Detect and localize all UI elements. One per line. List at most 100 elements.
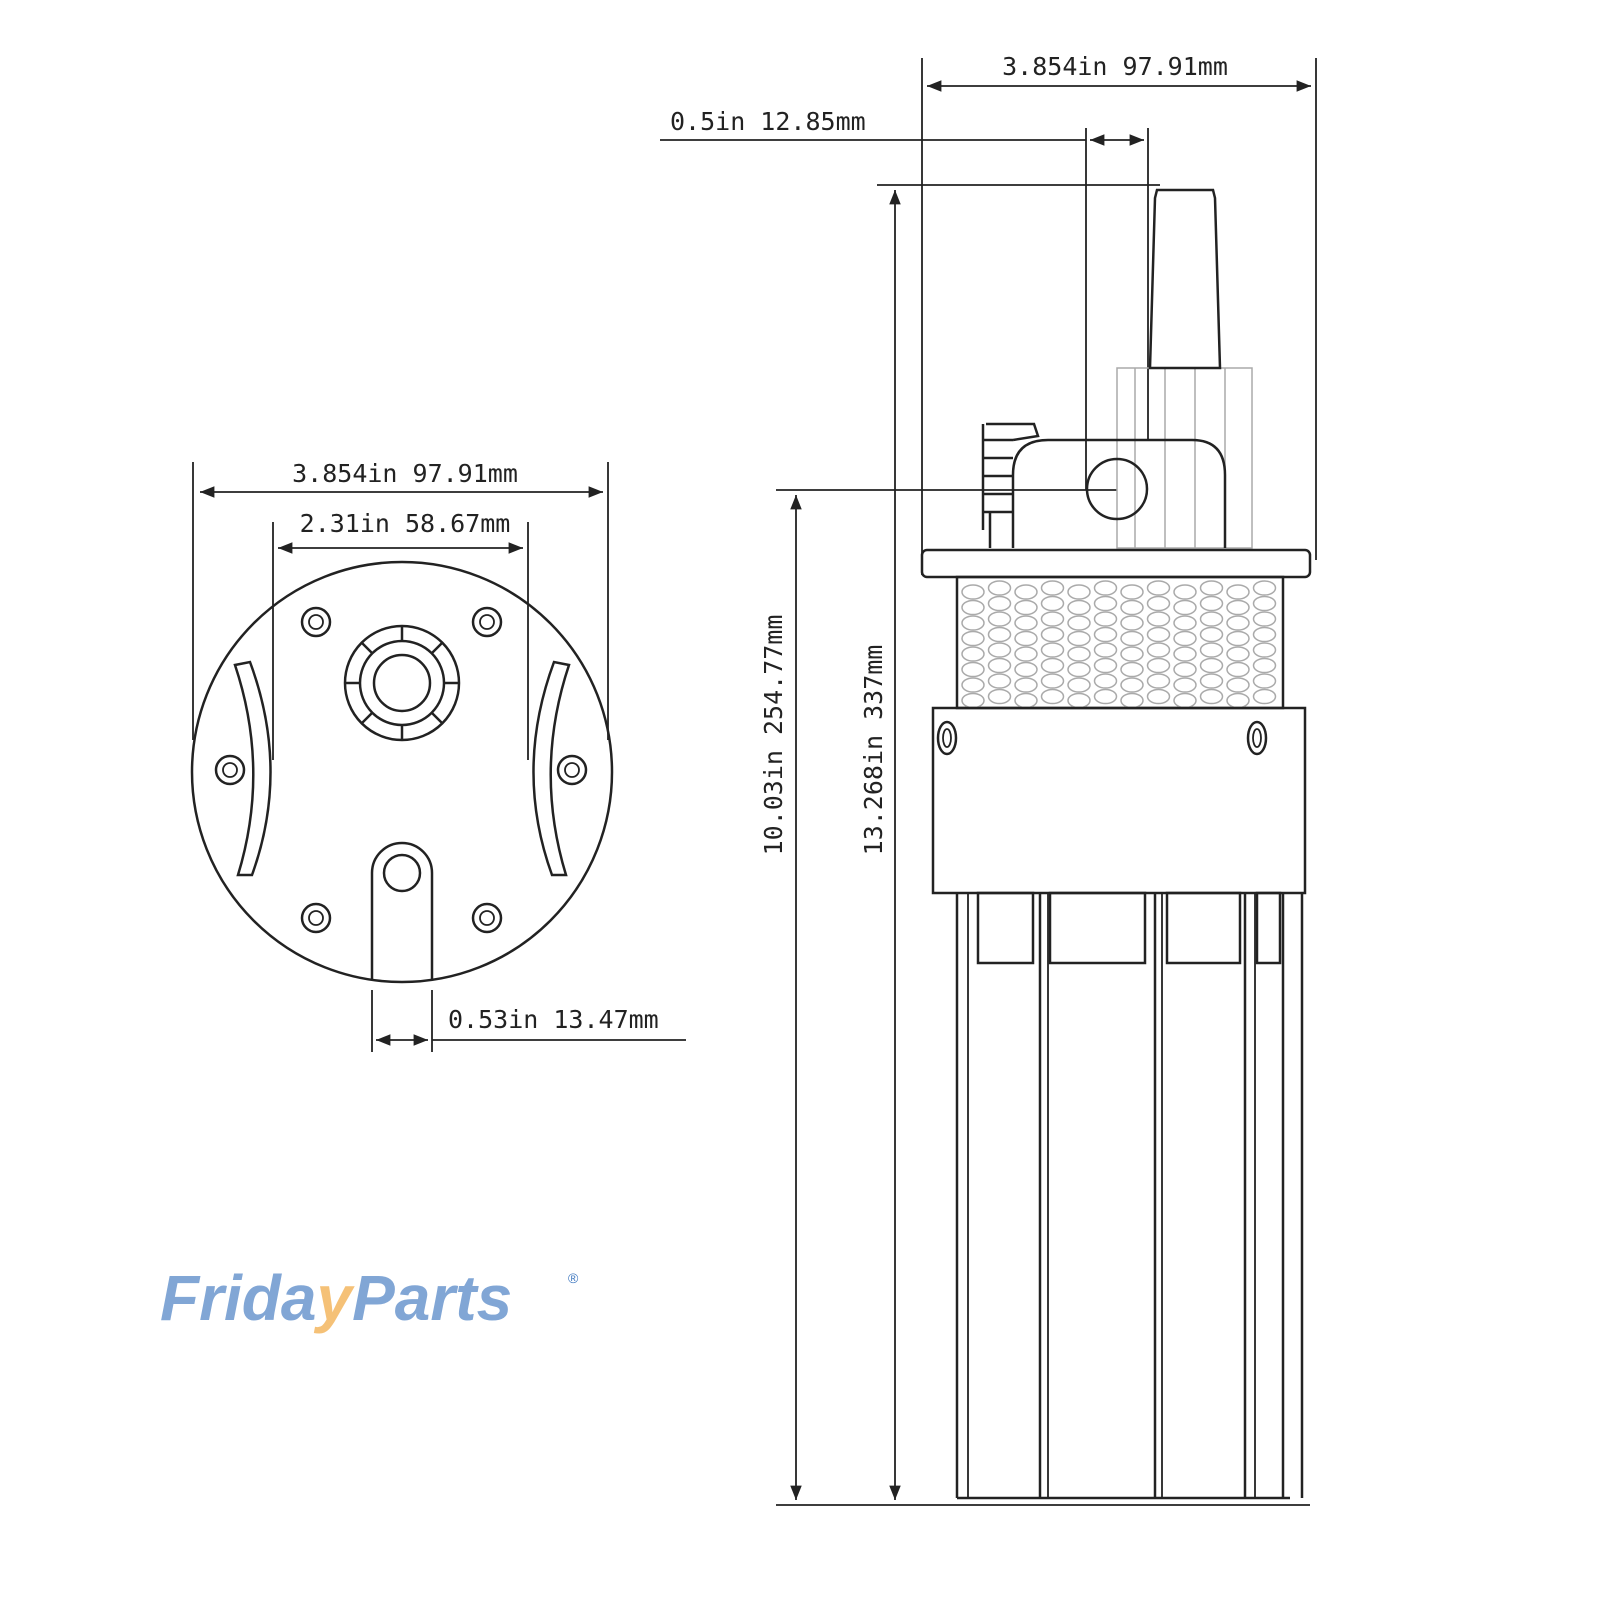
mesh-hole [1199, 673, 1224, 689]
mesh-hole [1252, 688, 1277, 705]
mesh-hole [1252, 673, 1277, 689]
mesh-hole [961, 677, 985, 693]
mesh-hole [1252, 611, 1277, 627]
mesh-hole [1146, 611, 1171, 627]
mesh-hole [1120, 584, 1144, 600]
mesh-hole [1040, 673, 1065, 689]
lower-body [955, 891, 1304, 1500]
mesh-hole [987, 642, 1012, 658]
screw-icon [556, 754, 588, 786]
mesh-hole [1093, 673, 1118, 689]
mesh-hole [1146, 688, 1171, 705]
mesh-hole [1226, 692, 1250, 709]
mesh-hole [1226, 584, 1250, 600]
mesh-hole [1040, 642, 1065, 658]
mesh-hole [1014, 584, 1038, 600]
outlet [370, 841, 434, 980]
top-plate [920, 548, 1312, 579]
mesh-hole [1093, 657, 1118, 674]
mesh-hole [1067, 677, 1091, 693]
mesh-holes [961, 580, 1277, 709]
body-height-label: 10.03in 254.77mm [759, 615, 788, 856]
mesh-hole [987, 611, 1012, 627]
mesh-hole [1173, 646, 1197, 662]
mesh-hole [1120, 692, 1144, 709]
mesh-hole [1093, 626, 1118, 643]
mesh-hole [1146, 657, 1171, 674]
right-slot [532, 660, 571, 877]
outlet-port [1085, 457, 1149, 521]
mesh-hole [1199, 580, 1224, 596]
mesh-hole [1199, 688, 1224, 705]
mesh-hole [1040, 595, 1065, 612]
mesh-hole [1146, 642, 1171, 658]
nozzle-width-label: 0.5in 12.85mm [670, 107, 866, 136]
mesh-hole [1252, 580, 1277, 596]
top-width-label: 3.854in 97.91mm [1002, 52, 1228, 81]
mesh-hole [961, 599, 985, 616]
mesh-hole [1014, 677, 1038, 693]
mesh-hole [961, 646, 985, 662]
outlet-width-label: 0.53in 13.47mm [448, 1005, 659, 1034]
screws [214, 606, 588, 934]
pump-base-outline [190, 560, 614, 984]
mesh-hole [961, 661, 985, 678]
hose-barb [981, 422, 1040, 548]
front-view: 3.854in 97.91mm 2.31in 58.67mm 0.53in 13… [190, 459, 686, 1052]
mesh-hole [1199, 626, 1224, 643]
mesh-hole [1014, 661, 1038, 678]
mesh-hole [1040, 580, 1065, 596]
mesh-hole [1040, 657, 1065, 674]
mesh-hole [1173, 615, 1197, 631]
mesh-hole [1014, 599, 1038, 616]
mesh-hole [1067, 692, 1091, 709]
mesh-hole [1146, 626, 1171, 643]
mesh-hole [1093, 642, 1118, 658]
mesh-hole [1252, 642, 1277, 658]
mesh-hole [1199, 642, 1224, 658]
mesh-hole [1120, 615, 1144, 631]
mesh-hole [1173, 677, 1197, 693]
mesh-hole [1120, 646, 1144, 662]
mesh-hole [1173, 584, 1197, 600]
mesh-hole [1040, 688, 1065, 705]
mesh-hole [987, 688, 1012, 705]
mesh-hole [1146, 595, 1171, 612]
total-height-label: 13.268in 337mm [859, 645, 888, 856]
mesh-hole [1226, 677, 1250, 693]
mesh-hole [1252, 595, 1277, 612]
mesh-hole [1226, 630, 1250, 647]
mesh-hole [1067, 584, 1091, 600]
mesh-hole [1120, 599, 1144, 616]
mesh-hole [1173, 692, 1197, 709]
mesh-hole [1146, 580, 1171, 596]
screw-icon [300, 902, 332, 934]
mesh-hole [1093, 595, 1118, 612]
mesh-hole [1040, 626, 1065, 643]
mesh-hole [1199, 657, 1224, 674]
mesh-hole [1226, 646, 1250, 662]
mesh-hole [987, 657, 1012, 674]
hub [343, 624, 461, 742]
mesh-hole [1120, 630, 1144, 647]
filter-block [1116, 367, 1253, 549]
mesh-hole [1040, 611, 1065, 627]
mesh-hole [961, 584, 985, 600]
mesh-hole [1146, 673, 1171, 689]
mesh-hole [1226, 661, 1250, 678]
mesh-hole [1067, 661, 1091, 678]
mesh-hole [1252, 626, 1277, 643]
mesh-hole [1120, 677, 1144, 693]
mesh-hole [1067, 646, 1091, 662]
side-view: 3.854in 97.91mm 0.5in 12.85mm 10.03in 25… [660, 52, 1317, 1506]
motor-housing-top [1011, 438, 1227, 548]
outer-width-label: 3.854in 97.91mm [292, 459, 518, 488]
mesh-hole [1173, 661, 1197, 678]
mesh-hole [1173, 630, 1197, 647]
fridayparts-watermark-logo: FridayParts ® [160, 1262, 579, 1334]
mesh-hole [1252, 657, 1277, 674]
mesh-hole [1199, 611, 1224, 627]
mesh-hole [1226, 615, 1250, 631]
mesh-hole [1120, 661, 1144, 678]
